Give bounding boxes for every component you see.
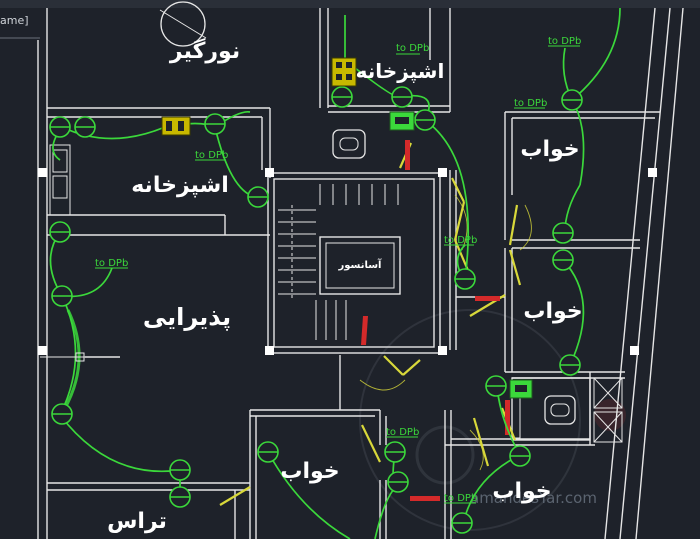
light-fixture-icon xyxy=(454,268,476,290)
room-label-terrace: تراس xyxy=(107,509,167,534)
green-switch-box-right xyxy=(509,379,533,399)
light-fixture-icon xyxy=(414,109,436,131)
light-fixture-icon xyxy=(559,354,581,376)
elevator-car xyxy=(325,242,395,289)
room-label-kitchen-top: اشپزخانه xyxy=(356,59,445,84)
room-label-bedroom-bottom-2: خواب xyxy=(492,479,551,504)
room-label-reception: پذیرایی xyxy=(143,303,231,331)
circuit-tag: to DPb xyxy=(95,258,128,269)
reception-window-arc xyxy=(62,309,81,411)
green-switch-box-top xyxy=(389,111,415,131)
title-strip xyxy=(0,0,700,8)
columns xyxy=(38,168,657,355)
circuit-tag: to DPb xyxy=(444,493,477,504)
light-fixture-icon xyxy=(384,441,406,463)
doors xyxy=(219,142,522,506)
room-label-kitchen-left: اشپزخانه xyxy=(131,173,229,198)
elevator-shaft xyxy=(319,236,401,295)
circuit-tag: to DPb xyxy=(195,150,228,161)
red-fixtures xyxy=(361,140,510,501)
kitchen-counter-left xyxy=(49,144,71,216)
wc-fixture-top xyxy=(332,129,366,159)
electrical-panel-left xyxy=(161,116,191,136)
light-fixture-icon xyxy=(49,116,71,138)
circuit-tag: to DPb xyxy=(444,235,477,246)
window-crosses xyxy=(593,377,623,443)
light-fixture-icon xyxy=(485,375,507,397)
room-label-elevator: آسانسور xyxy=(338,258,383,271)
light-fixture-icon xyxy=(561,89,583,111)
light-fixture-icon xyxy=(387,471,409,493)
window-title: ame] xyxy=(0,14,29,27)
light-fixture-icon xyxy=(51,403,73,425)
light-fixture-icon xyxy=(204,113,226,135)
circuit-tags: to DPb to DPb to DPb to DPb to DPb to DP… xyxy=(95,36,581,504)
room-label-bedroom-right-1: خواب xyxy=(520,137,579,162)
circuit-tag: to DPb xyxy=(386,427,419,438)
light-fixture-icon xyxy=(257,441,279,463)
light-fixture-icon xyxy=(74,116,96,138)
light-fixture-icon xyxy=(247,186,269,208)
light-fixture-icon xyxy=(451,512,473,534)
light-fixture-icon xyxy=(509,445,531,467)
staircase xyxy=(278,184,399,340)
room-label-light-well: نورگیر xyxy=(169,37,240,64)
room-label-bedroom-right-2: خواب xyxy=(523,299,582,324)
watermark-text: amandesYar.com xyxy=(470,489,597,507)
light-fixture-icon xyxy=(169,486,191,508)
electrical-panel-top xyxy=(331,57,357,87)
light-well-circle xyxy=(160,1,206,47)
wc-fixture-right xyxy=(544,395,576,425)
light-fixture-icon xyxy=(169,459,191,481)
light-fixture-icon xyxy=(51,285,73,307)
light-fixture-icon xyxy=(391,86,413,108)
light-fixtures xyxy=(49,86,583,534)
light-fixture-icon xyxy=(552,222,574,244)
light-fixture-icon xyxy=(331,86,353,108)
circuit-tag: to DPb xyxy=(514,98,547,109)
room-label-bedroom-bottom-1: خواب xyxy=(280,459,339,484)
light-fixture-icon xyxy=(49,221,71,243)
circuit-tag: to DPb xyxy=(548,36,581,47)
circuit-tag: to DPb xyxy=(396,43,429,54)
light-fixture-icon xyxy=(552,249,574,271)
